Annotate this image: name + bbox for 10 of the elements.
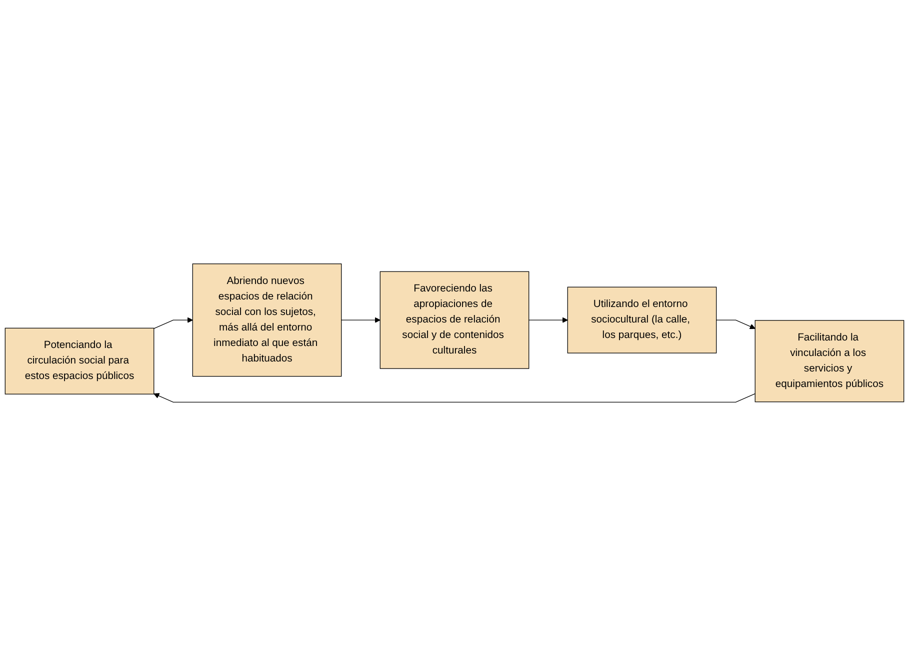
arrow [528, 317, 568, 323]
node-box: Facilitando la vinculación a los servicios y equipamientos públicos [754, 320, 904, 402]
arrow [154, 393, 756, 402]
node-box: Potenciando la circulación social para estos espacios públicos [4, 328, 154, 394]
node-box: Abriendo nuevos espacios de relación social con los sujetos, más allá del entorno inmediato al que están habituados [192, 264, 342, 377]
node-box: Utilizando el entorno sociocultural (la calle, los parques, etc.) [567, 286, 717, 354]
node-box: Favoreciendo las apropiaciones de espacios de relación social y de contenidos culturales [380, 271, 530, 369]
arrow [341, 317, 380, 323]
arrow [716, 320, 756, 330]
arrow [154, 317, 193, 329]
